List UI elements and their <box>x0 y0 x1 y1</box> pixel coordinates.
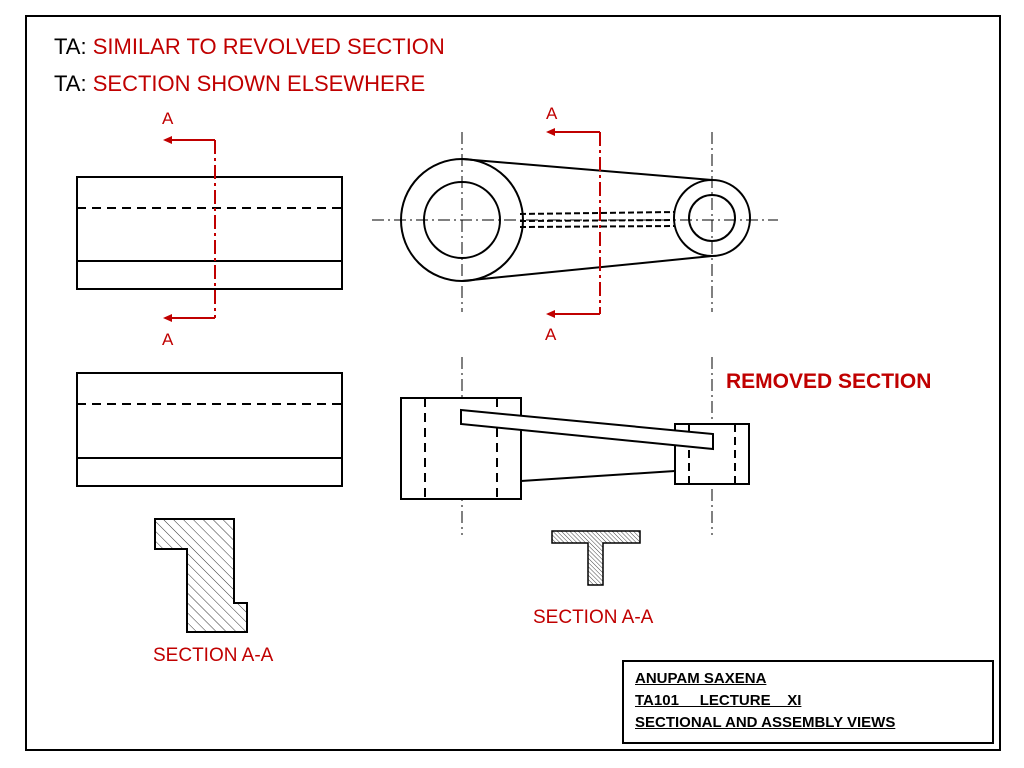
section-hatch-right <box>551 530 641 586</box>
link-front-view <box>400 357 750 535</box>
arrow-icon <box>163 314 172 322</box>
section-letter: A <box>162 109 174 128</box>
title-block-topic: SECTIONAL AND ASSEMBLY VIEWS <box>635 714 896 731</box>
hidden-line <box>519 219 676 222</box>
section-letter: A <box>545 325 557 344</box>
left-cutting-plane: A A <box>162 109 216 349</box>
arrow-icon <box>546 128 555 136</box>
heading-prefix: TA: <box>54 34 87 59</box>
title-block-course: TA101 LECTURE XI <box>635 692 802 709</box>
rib-outline <box>460 408 714 451</box>
drawing-border <box>25 15 1001 751</box>
removed-section-label: REMOVED SECTION <box>726 370 932 393</box>
heading-text: SECTION SHOWN ELSEWHERE <box>92 71 426 96</box>
section-letter: A <box>546 104 558 123</box>
arrow-icon <box>546 310 555 318</box>
heading-prefix: TA: <box>54 71 87 96</box>
arrow-icon <box>163 136 172 144</box>
heading-revolved: TA: SIMILAR TO REVOLVED SECTION <box>54 34 445 60</box>
section-caption-right: SECTION A-A <box>533 607 654 628</box>
block-outline <box>76 176 343 290</box>
block-outline <box>76 372 343 487</box>
left-top-view <box>76 176 343 290</box>
title-block-author: ANUPAM SAXENA <box>635 670 767 687</box>
hidden-line <box>519 211 676 215</box>
arm-edge <box>461 255 713 282</box>
hidden-line <box>519 225 676 228</box>
title-block: ANUPAM SAXENA TA101 LECTURE XI SECTIONAL… <box>622 660 994 744</box>
section-letter: A <box>162 330 174 349</box>
section-hatch-left <box>154 518 248 633</box>
heading-text: SIMILAR TO REVOLVED SECTION <box>92 34 445 59</box>
arm-edge <box>461 158 713 181</box>
arm-edge <box>520 470 676 482</box>
boss-bore <box>423 181 501 259</box>
small-boss-bore <box>688 194 736 242</box>
section-caption-left: SECTION A-A <box>153 645 274 666</box>
left-front-view <box>76 372 343 487</box>
right-cutting-plane: A A <box>545 104 601 344</box>
heading-elsewhere: TA: SECTION SHOWN ELSEWHERE <box>54 71 425 97</box>
link-top-view <box>372 132 778 312</box>
